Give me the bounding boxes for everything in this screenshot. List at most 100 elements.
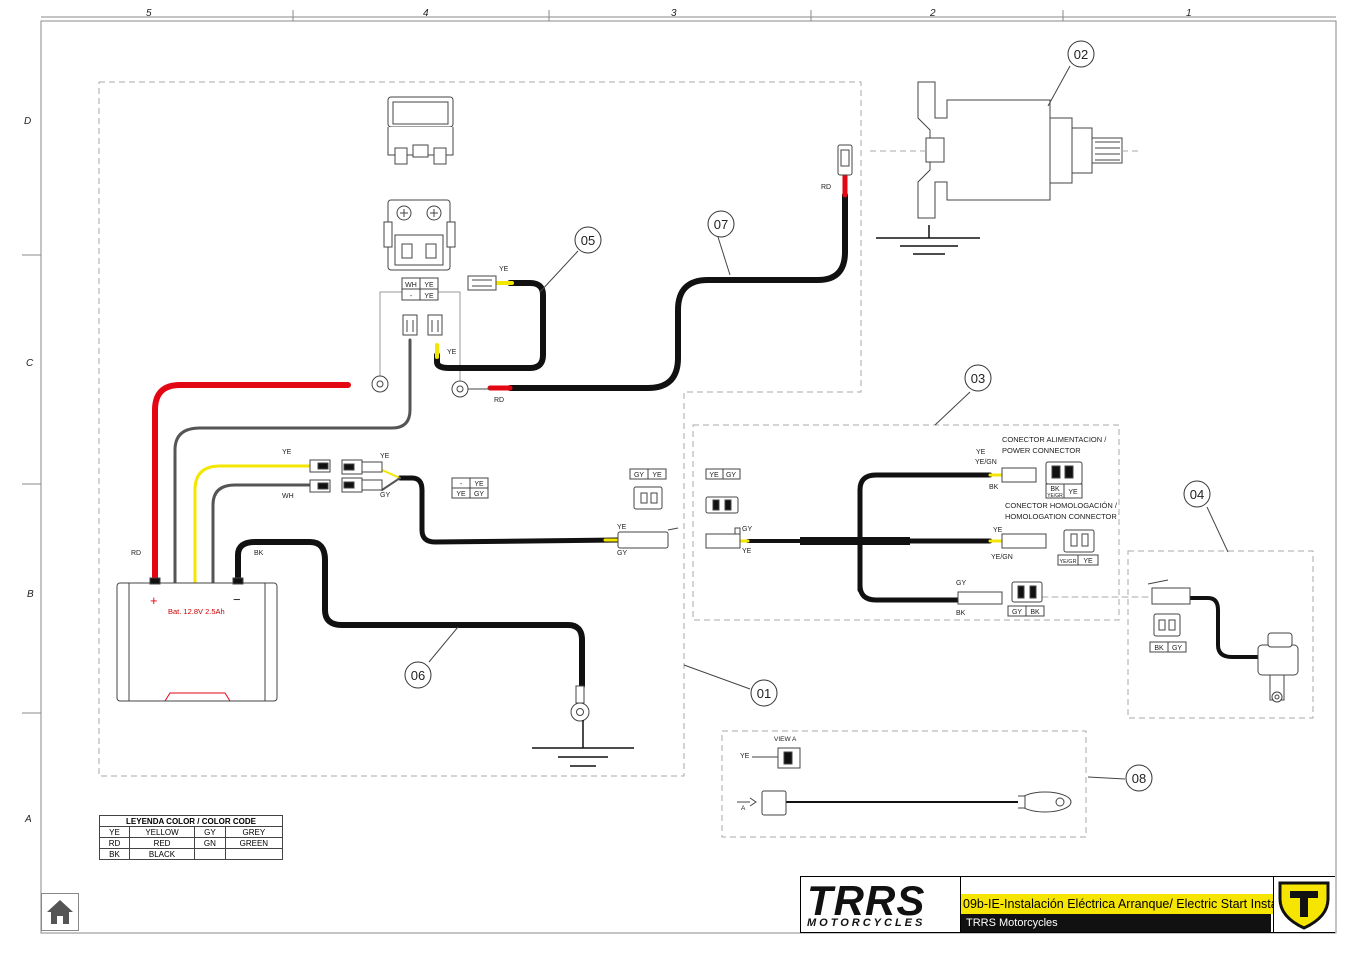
callout-04: 04 (1190, 487, 1204, 502)
dashed-zones (98, 81, 1314, 838)
wire-label: BK (956, 610, 966, 617)
column-label: 2 (929, 8, 936, 19)
legend-code: GN (194, 837, 226, 849)
pinout-label: YE (456, 491, 466, 498)
wire-label: BK (989, 484, 999, 491)
ground-cable-06 (235, 539, 585, 689)
button-wire (397, 475, 621, 545)
legend-title: LEYENDA COLOR / COLOR CODE (99, 815, 283, 827)
wire-label: YE (740, 753, 750, 760)
wire-label: YE (499, 266, 509, 273)
pinout-label: YE (709, 472, 719, 479)
callout-03: 03 (971, 371, 985, 386)
wire-label: WH (282, 493, 294, 500)
wire-label: YE (380, 453, 390, 460)
callout-06: 06 (411, 668, 425, 683)
wire-label: GY (380, 492, 390, 499)
legend-color: GREY (224, 826, 284, 838)
wire-label: GY (956, 580, 966, 587)
legend-color: BLACK (128, 848, 196, 860)
pinout-label: YE (474, 481, 484, 488)
power-connector-label: CONECTOR ALIMENTACION / (1002, 435, 1107, 444)
white-wire (211, 483, 312, 585)
column-label: 1 (1186, 8, 1192, 19)
trrs-badge (1273, 877, 1335, 932)
trrs-shield-icon (1278, 881, 1330, 930)
red-battery-wire (152, 382, 351, 586)
components (116, 81, 1299, 816)
wire-label: YE (742, 548, 752, 555)
wire-label: YE (976, 449, 986, 456)
yellow-wire (193, 464, 312, 585)
power-connector-label: POWER CONNECTOR (1002, 446, 1081, 455)
callout-02: 02 (1074, 47, 1088, 62)
starter-motor-icon (870, 81, 1140, 219)
pinout-label: GY (634, 472, 644, 479)
title-block: TRRS MOTORCYCLES 09b-IE-Instalación Eléc… (800, 876, 1335, 933)
sensor-wire-04 (1188, 596, 1260, 659)
logo-subtitle: MOTORCYCLES (807, 917, 926, 929)
wire-label: RD (494, 397, 504, 404)
pinout-label: YE (1083, 558, 1093, 565)
legend-code (194, 848, 226, 860)
wire-label: YE/GN (975, 459, 997, 466)
wire-label: YE (447, 349, 457, 356)
battery-minus: − (233, 592, 241, 607)
wire-label: YE (993, 527, 1003, 534)
grey-wire (173, 338, 412, 585)
view-label: VIEW A (774, 736, 797, 743)
homologation-connector-label: CONECTOR HOMOLOGACIÓN / (1005, 501, 1118, 510)
relay-pin-label: YE (424, 293, 434, 300)
relay-pin-label: - (410, 293, 413, 300)
pinout-label: YE (652, 472, 662, 479)
callouts (404, 40, 1211, 792)
wire-label: RD (821, 184, 831, 191)
legend-color: RED (128, 837, 196, 849)
row-label: B (27, 589, 34, 600)
leader-lines (428, 65, 1229, 780)
pinout-label: BK (1050, 486, 1060, 493)
sensor-icon (1257, 632, 1299, 703)
battery-plus: + (150, 593, 158, 608)
pinout-label: BK (1154, 645, 1164, 652)
wire-label: GY (742, 526, 752, 533)
legend-code: YE (99, 826, 130, 838)
battery-icon (116, 577, 278, 702)
row-label: D (24, 116, 31, 127)
callout-07: 07 (714, 217, 728, 232)
wire-label: GY (617, 550, 627, 557)
wire-label: YE/GN (991, 554, 1013, 561)
legend-code: GY (194, 826, 226, 838)
column-label: 4 (423, 8, 429, 19)
relay-pin-label: YE (424, 282, 434, 289)
relay-cable-05 (434, 280, 546, 371)
pinout-label: YE (1068, 489, 1078, 496)
column-label: 5 (146, 8, 152, 19)
trrs-logo: TRRS MOTORCYCLES (801, 877, 961, 932)
pinout-label: - (460, 481, 463, 488)
column-label: 3 (671, 8, 677, 19)
relay-pin-label: WH (405, 282, 417, 289)
homologation-connector-label: HOMOLOGATION CONNECTOR (1005, 512, 1117, 521)
home-icon (47, 900, 73, 924)
wire-label: BK (254, 550, 264, 557)
logo-word: TRRS (807, 877, 926, 924)
document-title: 09b-IE-Instalación Eléctrica Arranque/ E… (961, 894, 1273, 914)
callout-08: 08 (1132, 771, 1146, 786)
home-button[interactable] (41, 893, 79, 931)
pinout-label: BK (1030, 609, 1040, 616)
row-label: A (24, 814, 32, 825)
wire-harness (152, 172, 1260, 803)
wire-label: RD (131, 550, 141, 557)
callout-05: 05 (581, 233, 595, 248)
ground-symbols (532, 225, 980, 767)
view-arrow-label: A (741, 805, 746, 812)
legend-color: GREEN (224, 837, 284, 849)
wire-label: YE (282, 449, 292, 456)
legend-code: RD (99, 837, 130, 849)
pinout-label: GY (726, 472, 736, 479)
relay-icon (383, 96, 456, 271)
battery-label: Bat. 12.8V 2.5Ah (168, 607, 225, 616)
pinout-label: GY (474, 491, 484, 498)
